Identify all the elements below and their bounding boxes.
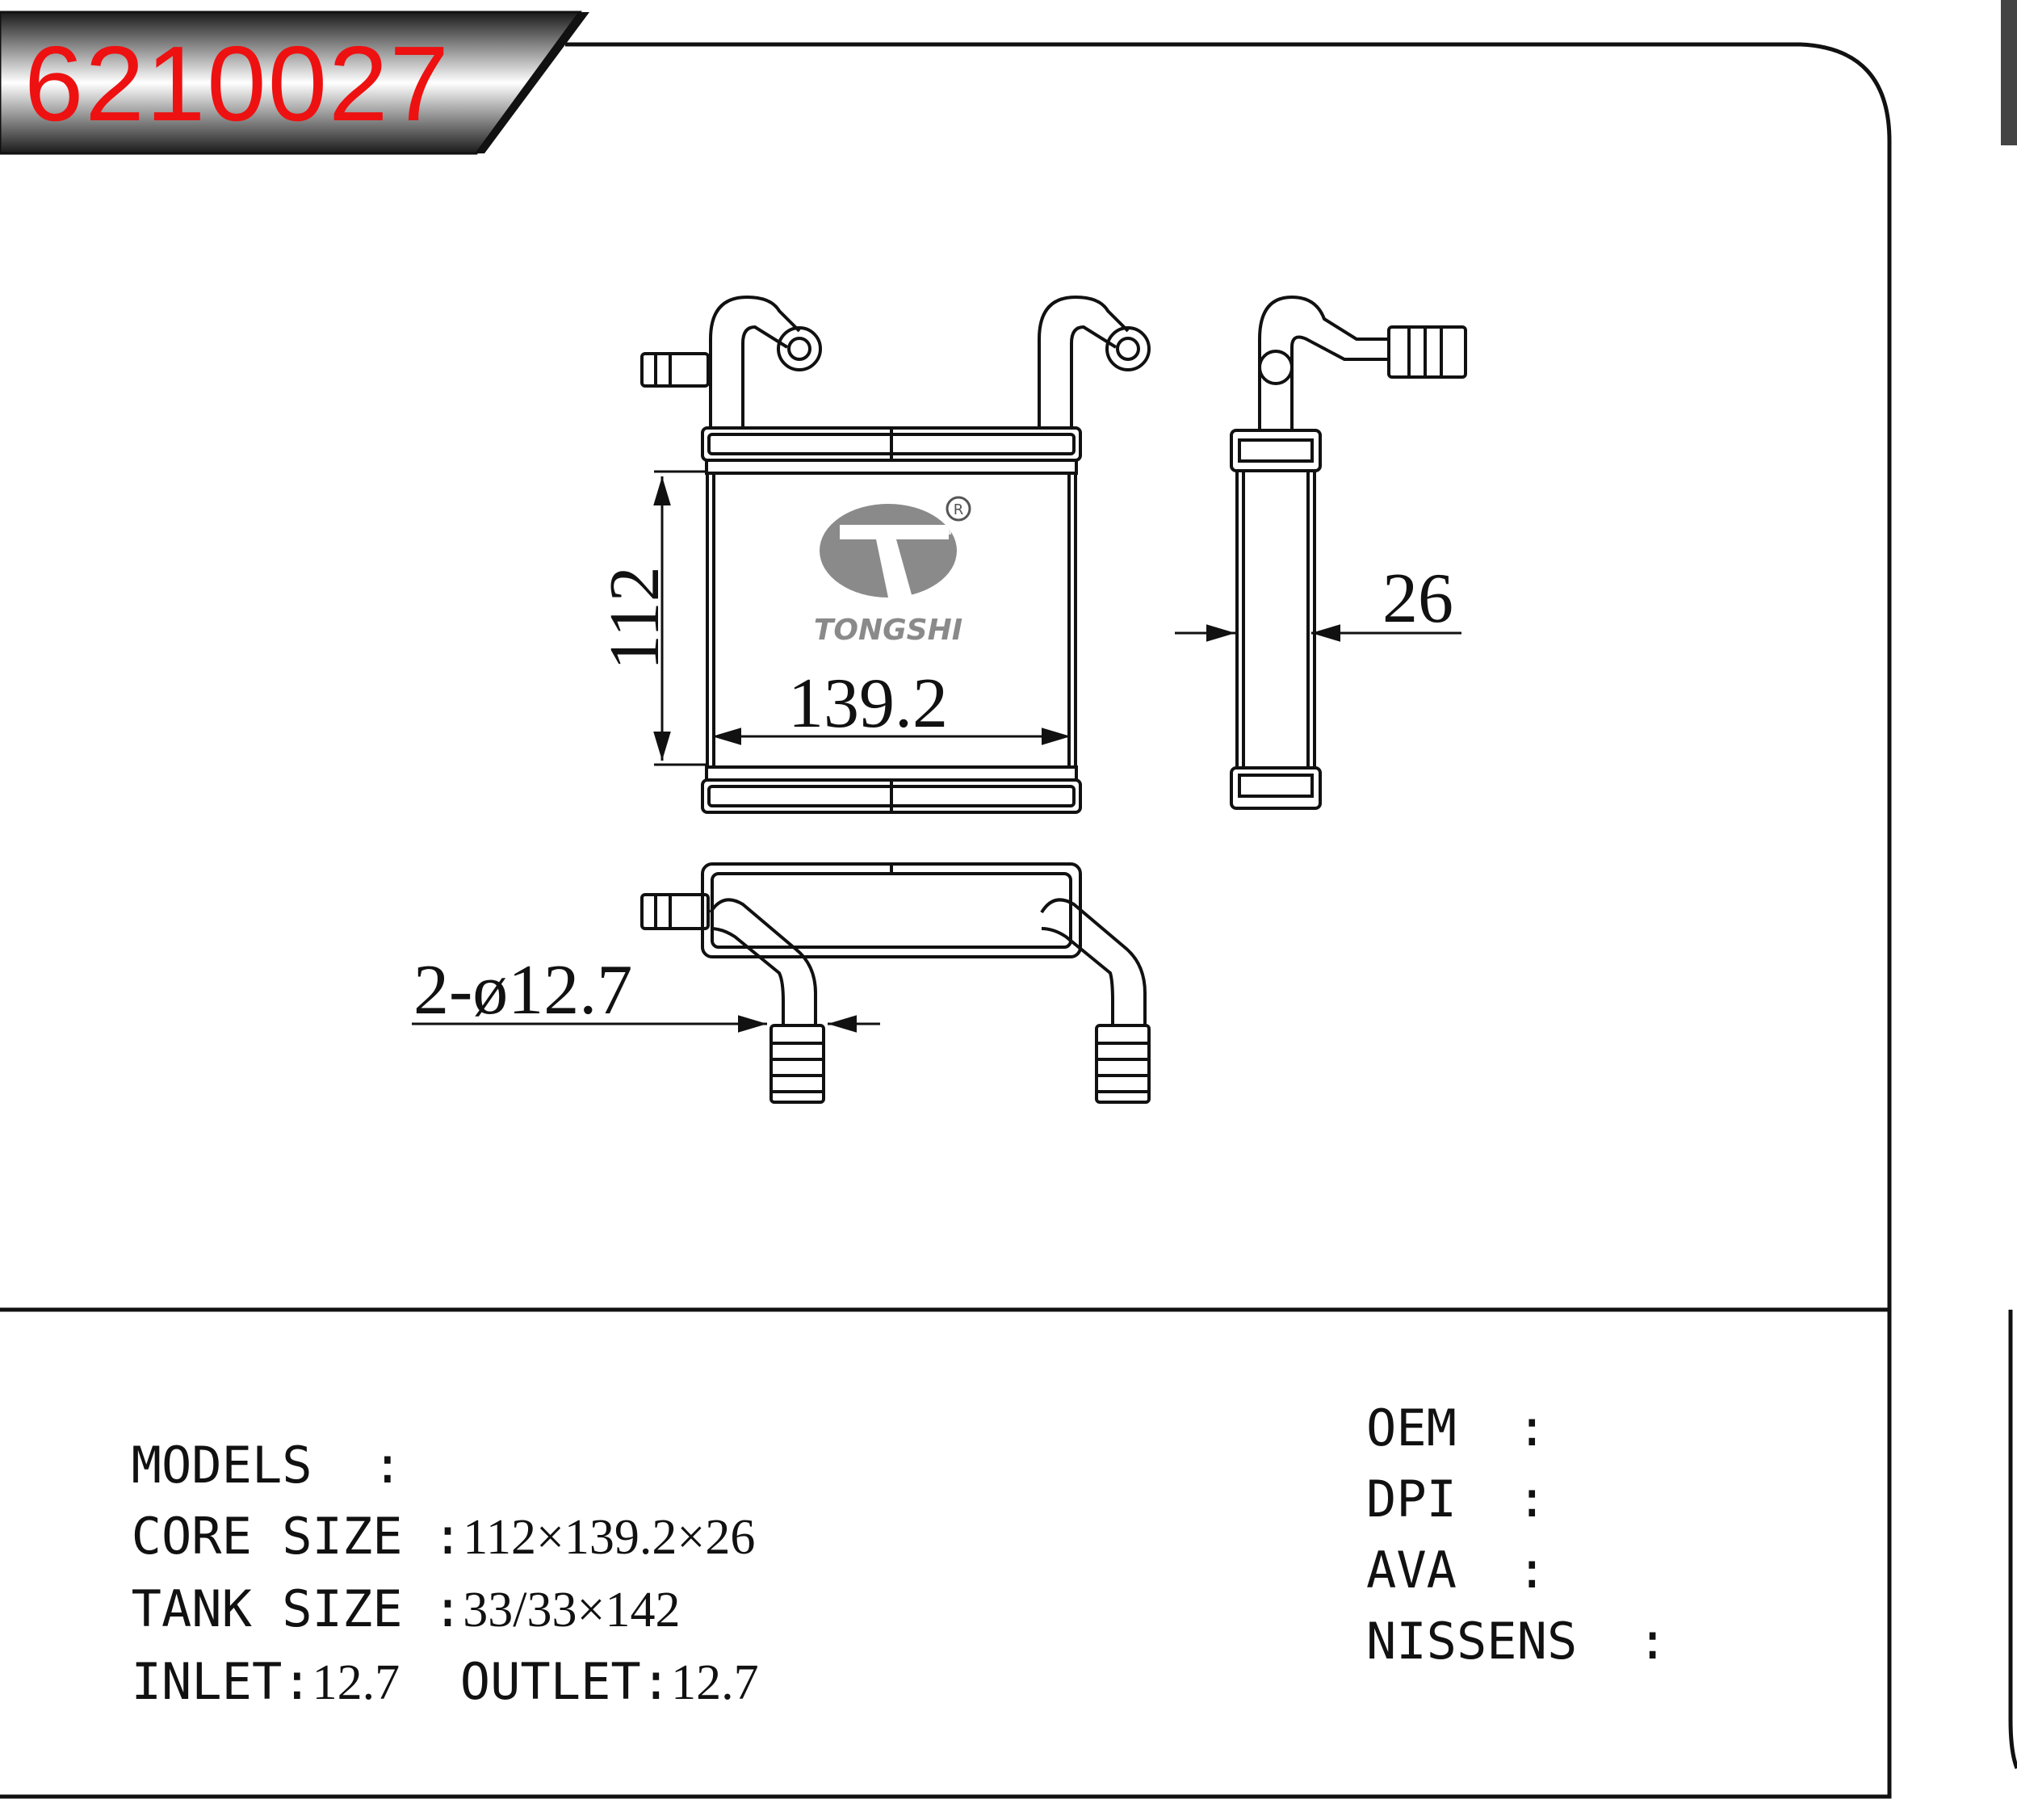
dimension-lines	[412, 470, 1461, 1033]
spec-label: INLET:	[131, 1652, 312, 1711]
spec-label: AVA :	[1366, 1541, 1547, 1600]
front-view	[640, 295, 1151, 814]
brand-name: TONGSHI	[814, 614, 962, 647]
spec-label: CORE SIZE :	[131, 1507, 463, 1566]
spec-ava: AVA :	[1366, 1545, 1547, 1596]
spec-dpi: DPI :	[1366, 1474, 1547, 1524]
spec-label: OEM :	[1366, 1399, 1547, 1457]
side-view	[1230, 295, 1467, 810]
spec-tank-size: TANK SIZE :33/33×142	[71, 1534, 681, 1638]
part-code: 6210027	[24, 24, 451, 143]
spec-value: 12.7	[312, 1655, 400, 1710]
spec-label: DPI :	[1366, 1470, 1547, 1529]
spec-inlet-outlet: INLET:12.7 OUTLET:12.7	[71, 1607, 759, 1711]
spec-nissens: NISSENS :	[1366, 1617, 1667, 1667]
spec-oem: OEM :	[1366, 1403, 1547, 1453]
code-banner	[0, 10, 589, 155]
tongshi-logo: R TONGSHI	[814, 496, 971, 647]
dim-height: 112	[596, 566, 674, 670]
spec-label: OUTLET:	[400, 1652, 672, 1711]
spec-models: MODELS :	[71, 1390, 403, 1491]
dim-pipes: 2-ø12.7	[413, 951, 632, 1030]
dim-width: 139.2	[788, 665, 948, 743]
spec-label: TANK SIZE :	[131, 1579, 463, 1638]
spec-label: NISSENS :	[1366, 1612, 1668, 1671]
dimension-texts: 112 139.2 26 2-ø12.7	[413, 560, 1453, 1030]
registered-mark	[946, 496, 971, 522]
spec-value: 12.7	[671, 1655, 759, 1710]
spec-value: 33/33×142	[463, 1583, 681, 1638]
spec-value: 112×139.2×26	[463, 1510, 756, 1565]
svg-text:R: R	[954, 501, 964, 518]
next-sheet-edge	[2001, 0, 2017, 145]
dim-depth: 26	[1382, 560, 1453, 638]
spec-label: MODELS :	[131, 1436, 403, 1495]
spec-core-size: CORE SIZE :112×139.2×26	[71, 1461, 756, 1565]
bottom-view	[640, 862, 1151, 1104]
